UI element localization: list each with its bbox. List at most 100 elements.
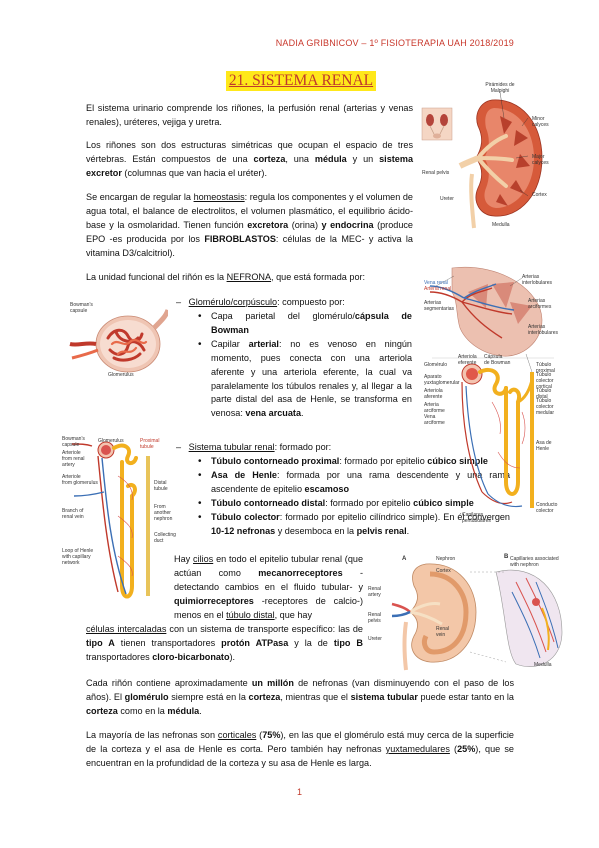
text: siempre está en la [168,691,249,702]
text: -receptores de calcio-) menos en el [174,595,363,620]
text: interlobulares [528,330,559,336]
text: nephron [154,516,173,522]
list-item: Asa de Henle: formada por una rama desce… [196,469,510,497]
text: Vena [424,414,436,420]
text: de Bowman [484,360,511,366]
text: : formado por epitelio [339,456,428,466]
text: El sistema urinario comprende los riñone… [86,103,413,127]
label-proximal-tubule: Proximal tubule [140,438,160,450]
label-tubulo-distal: Túbulo distal [536,388,552,400]
text: Túbulo colector [536,398,554,410]
paragraph-millon: Cada riñón contiene aproximadamente un m… [86,677,514,719]
text: Renal [368,586,382,592]
bold-text: quimiorreceptores [174,595,254,606]
text: Malpighi [490,88,510,94]
text: Arterias [424,300,442,306]
bold-text: corteza [253,153,286,164]
text: vein [436,632,446,638]
text: cortical [536,384,552,390]
text: y la de [288,637,334,648]
text: Arteriole [62,450,81,456]
text: Collecting [154,532,176,538]
tubular-list: Túbulo contorneado proximal: formado por… [196,455,510,538]
label-a: A [402,556,407,562]
text: : formado por: [274,442,332,452]
label-nephron: Nephron [436,556,456,562]
bold-text: Túbulo contorneado proximal [211,456,340,466]
text: ( [449,743,458,754]
label-cortex: Cortex [532,192,547,198]
text: Capa parietal del glomérulo/ [211,311,355,321]
text: transportadores [86,651,153,662]
bold-text: sistema tubular [350,691,418,702]
text: segmentarias [424,306,455,312]
label-cortex: Cortex [436,568,451,574]
underlined-text: Glomérulo/corpúsculo [188,297,278,307]
text: (orina) [288,219,322,230]
paragraph-nefrona: La unidad funcional del riñón es la NEFR… [86,271,413,285]
text: Cápsula [484,354,503,360]
list-item: Túbulo colector: formado por epitelio ci… [196,511,510,539]
label-b: B [504,554,509,560]
bold-text: mecanorreceptores [258,567,343,578]
text: Renal [368,612,382,618]
text: aferente [424,394,443,400]
text: Se encargan de regular la [86,192,194,202]
list-item: Capa parietal del glomérulo/cápsula de B… [196,310,412,338]
text: from renal [62,456,85,462]
bold-text: 75% [262,730,281,740]
kidney-ab-illustration [391,563,563,671]
bold-text: protón ATPasa [221,637,289,648]
text: Renal [436,626,450,632]
bold-text: 10-12 nefronas [211,525,276,536]
glomerulo-heading: – Glomérulo/corpúsculo: compuesto por: [176,297,345,307]
list-item: Túbulo contorneado distal: formado por e… [196,497,510,511]
text: arciforme [424,408,445,414]
label-ureter: Ureter [440,196,454,202]
text: tienen transportadores [114,637,222,648]
bold-text: y endocrina [321,219,374,230]
text: y desemboca en la [275,525,357,536]
underlined-text: cilios [193,554,214,564]
bold-text: excretora [247,219,289,230]
bold-text: cápsula de Bowman [211,311,412,335]
text: arciformes [528,304,552,310]
text: ), que se encuentran en la profundidad d… [86,743,514,768]
glomerulo-list: Capa parietal del glomérulo/cápsula de B… [196,310,412,421]
label-medulla: Medulla [492,222,510,228]
underlined-text: Sistema tubular renal [188,442,275,452]
bold-text: cloro-bicarbonato [152,651,230,662]
text: -detectando cambios en el fluido tubular… [174,567,364,592]
bold-text: vena arcuata [245,408,301,419]
bold-text: médula [314,153,347,164]
text: , que hay [274,609,313,620]
list-item: Túbulo contorneado proximal: formado por… [196,455,510,469]
text: ), en las que el glomérulo está muy cerc… [86,730,514,754]
page-header: NADIA GRIBNICOV – 1º FISIOTERAPIA UAH 20… [275,38,514,48]
text: artery [62,462,75,468]
text: Pirámides de [485,82,515,88]
text: Hay [174,554,194,564]
text: Arteria [424,402,439,408]
text: tubule [154,486,168,492]
text: : formado por epitelio [325,497,414,508]
bold-text: Túbulo contorneado distal [211,497,326,508]
text: eferente [458,360,477,366]
underlined-text: corticales [217,730,257,740]
label-minor-calyces: Minor calyces [532,116,549,128]
label-tubulo-proximal: Túbulo proximal [536,362,555,374]
underlined-text: células intercaladas [86,624,167,634]
paragraph-corticales: La mayoría de las nefronas son corticale… [86,729,514,771]
